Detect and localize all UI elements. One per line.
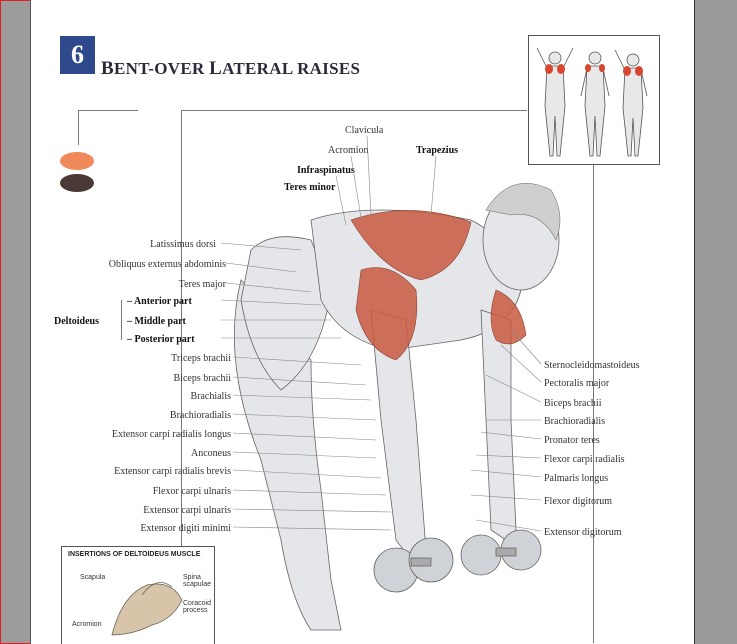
label-brachioradialis-right: Brachioradialis bbox=[544, 416, 606, 427]
right-margin bbox=[694, 0, 737, 644]
document-page[interactable]: 6 BENT-OVER LATERAL RAISES bbox=[30, 0, 697, 644]
label-teres-minor: Teres minor bbox=[284, 182, 336, 193]
label-deltoideus: Deltoideus bbox=[54, 316, 99, 327]
left-margin bbox=[1, 1, 28, 642]
primary-muscle-swatch bbox=[60, 152, 94, 170]
label-ext-carpi-ulnaris: Extensor carpi ulnaris bbox=[143, 505, 231, 516]
label-obliquus-externus: Obliquus externus abdominis bbox=[108, 259, 226, 270]
deltoideus-insertions-inset: INSERTIONS OF DELTOIDEUS MUSCLE Scapula … bbox=[61, 546, 215, 644]
page-title: BENT-OVER LATERAL RAISES bbox=[101, 58, 360, 80]
inset-label-coracoid-process: Coracoid process bbox=[183, 600, 212, 614]
label-biceps-brachii-left: Biceps brachii bbox=[173, 373, 231, 384]
label-biceps-brachii-right: Biceps brachii bbox=[544, 398, 602, 409]
label-deltoid-middle: – Middle part bbox=[127, 316, 186, 327]
label-pronator-teres: Pronator teres bbox=[544, 435, 600, 446]
label-deltoid-posterior: – Posterior part bbox=[127, 334, 195, 345]
label-trapezius: Trapezius bbox=[416, 145, 459, 156]
label-triceps-brachii: Triceps brachii bbox=[171, 353, 231, 364]
muscle-map-thumbnail bbox=[528, 35, 660, 165]
label-flexor-carpi-radialis: Flexor carpi radialis bbox=[544, 454, 625, 465]
label-teres-major: Teres major bbox=[178, 279, 226, 290]
inset-label-acromion: Acromion bbox=[72, 621, 102, 628]
title-rest-1: ENT-OVER bbox=[113, 59, 210, 78]
label-sternocleidomastoideus: Sternocleidomastoideus bbox=[544, 360, 640, 371]
label-palmaris-longus: Palmaris longus bbox=[544, 473, 609, 484]
title-rest-2: ATERAL RAISES bbox=[222, 59, 361, 78]
secondary-muscle-swatch bbox=[60, 174, 94, 192]
exercise-number: 6 bbox=[60, 36, 95, 74]
frame-rule-top bbox=[181, 110, 527, 111]
label-brachialis: Brachialis bbox=[190, 391, 231, 402]
label-pectoralis-major: Pectoralis major bbox=[544, 378, 610, 389]
bent-over-figure-illustration bbox=[233, 183, 561, 631]
swatch-rule-v bbox=[78, 110, 79, 145]
label-flexor-carpi-ulnaris: Flexor carpi ulnaris bbox=[152, 486, 231, 497]
label-brachioradialis-left: Brachioradialis bbox=[169, 410, 231, 421]
title-initial-1: B bbox=[101, 58, 114, 79]
label-flexor-digitorum: Flexor digitorum bbox=[544, 496, 613, 507]
swatch-rule bbox=[78, 110, 138, 111]
label-latissimus-dorsi: Latissimus dorsi bbox=[150, 239, 216, 250]
frame-rule-left bbox=[181, 110, 182, 560]
label-ext-carpi-radialis-longus: Extensor carpi radialis longus bbox=[111, 429, 231, 440]
label-deltoid-anterior: – Anterior part bbox=[127, 296, 192, 307]
frame-rule-right bbox=[593, 163, 594, 643]
inset-label-scapula: Scapula bbox=[80, 574, 106, 581]
three-figure-illustration bbox=[536, 47, 648, 157]
label-ext-digiti-minimi: Extensor digiti minimi bbox=[140, 523, 231, 534]
label-anconeus: Anconeus bbox=[191, 448, 231, 459]
title-initial-2: L bbox=[209, 58, 223, 79]
label-extensor-digitorum: Extensor digitorum bbox=[544, 527, 622, 538]
leader-lines bbox=[220, 135, 542, 532]
deltoideus-bracket bbox=[121, 300, 122, 340]
inset-title: INSERTIONS OF DELTOIDEUS MUSCLE bbox=[68, 551, 201, 558]
label-ext-carpi-radialis-brevis: Extensor carpi radialis brevis bbox=[114, 466, 231, 477]
label-infraspinatus: Infraspinatus bbox=[297, 165, 355, 176]
label-acromion: Acromion bbox=[328, 145, 369, 156]
label-clavicula: Clavicula bbox=[345, 125, 384, 136]
shoulder-bone-illustration bbox=[111, 582, 183, 636]
inset-label-spina-scapulae: Spina scapulae bbox=[183, 574, 212, 588]
